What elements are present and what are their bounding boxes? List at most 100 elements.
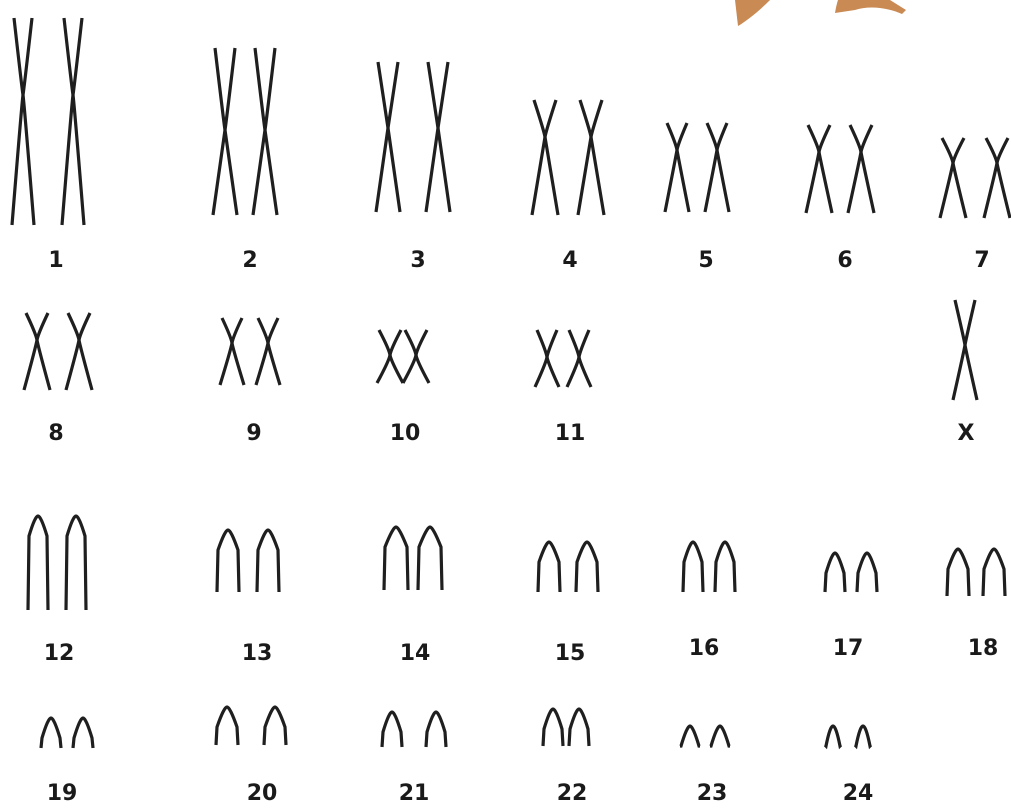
chromosome-23-copy-1-arch [680, 726, 700, 746]
chromosome-7-copy-2-strand-b [984, 138, 1008, 218]
chromosome-19: 19 [41, 718, 93, 806]
chromosome-label-16: 16 [689, 636, 720, 661]
chromosome-label-5: 5 [698, 248, 713, 273]
chromosome-10: 10 [377, 330, 429, 446]
chromosome-3: 3 [376, 62, 450, 273]
chromosome-2: 2 [213, 48, 277, 273]
chromosome-15-copy-1-arch [538, 542, 560, 592]
chromosome-1-copy-1-strand-b [12, 18, 32, 225]
chromosome-15: 15 [538, 542, 598, 666]
chromosome-label-23: 23 [697, 781, 728, 806]
chromosome-3-copy-2-strand-b [426, 62, 448, 212]
chromosome-label-11: 11 [555, 421, 586, 446]
chromosome-24: 24 [825, 726, 873, 806]
chromosome-label-7: 7 [974, 248, 989, 273]
chromosome-9-copy-2-strand-b [256, 318, 278, 385]
chromosome-8-copy-2-strand-b [66, 313, 90, 390]
chromosome-23-copy-2-arch [710, 726, 730, 746]
chromosome-label-14: 14 [400, 641, 431, 666]
chromosome-X: X [953, 300, 977, 446]
chromosome-7: 7 [940, 138, 1010, 273]
chromosome-19-copy-1-arch [41, 718, 61, 748]
chromosome-label-8: 8 [48, 421, 63, 446]
chromosome-8-copy-2-strand-a [68, 313, 92, 390]
chromosome-5-copy-1-strand-a [667, 123, 689, 212]
chromosome-label-9: 9 [246, 421, 261, 446]
chromosome-12-copy-2-arch [66, 516, 86, 610]
chromosome-6-copy-1-strand-a [808, 125, 832, 213]
chromosome-label-3: 3 [410, 248, 425, 273]
chromosome-label-24: 24 [843, 781, 874, 806]
chromosome-11: 11 [535, 330, 591, 446]
chromosome-14-copy-2-arch [418, 527, 442, 590]
chromosome-21-copy-2-arch [426, 712, 446, 747]
chromosome-9-copy-1-strand-b [220, 318, 242, 385]
chromosome-4-copy-2-strand-a [580, 100, 604, 215]
chromosome-4: 4 [532, 100, 604, 273]
chromosome-1: 1 [12, 18, 84, 273]
chromosome-6: 6 [806, 125, 874, 273]
chromosome-12-copy-1-arch [28, 516, 48, 610]
chromosome-17-copy-1-arch [825, 553, 845, 592]
watermark-logo [735, 0, 906, 26]
chromosome-9-copy-2-strand-a [258, 318, 280, 385]
chromosome-4-copy-1-strand-a [534, 100, 558, 215]
chromosome-1-copy-2-strand-b [62, 18, 82, 225]
chromosome-label-19: 19 [47, 781, 78, 806]
chromosome-13-copy-2-arch [257, 530, 279, 592]
chromosome-label-12: 12 [44, 641, 75, 666]
chromosome-8: 8 [24, 313, 92, 446]
chromosome-1-copy-1-strand-a [14, 18, 34, 225]
chromosome-14-copy-1-arch [384, 527, 408, 590]
chromosome-5-copy-1-strand-b [665, 123, 687, 212]
chromosome-12: 12 [28, 516, 86, 666]
chromosome-5-copy-2-strand-b [705, 123, 727, 212]
chromosome-22-copy-2-arch [569, 709, 589, 746]
chromosome-label-21: 21 [399, 781, 430, 806]
chromosome-14: 14 [384, 527, 442, 666]
chromosome-20-copy-2-arch [264, 707, 286, 745]
chromosome-label-6: 6 [837, 248, 852, 273]
chromosome-1-copy-2-strand-a [64, 18, 84, 225]
chromosome-16-copy-1-arch [683, 542, 703, 592]
chromosome-2-copy-2-strand-b [253, 48, 275, 215]
chromosome-17-copy-2-arch [857, 553, 877, 592]
chromosome-23: 23 [680, 726, 730, 806]
chromosome-17: 17 [825, 553, 877, 661]
chromosome-label-20: 20 [247, 781, 278, 806]
chromosome-label-22: 22 [557, 781, 588, 806]
chromosome-3-copy-2-strand-a [428, 62, 450, 212]
chromosome-label-10: 10 [390, 421, 421, 446]
chromosome-16-copy-2-arch [715, 542, 735, 592]
chromosome-18: 18 [947, 549, 1005, 661]
chromosome-13-copy-1-arch [217, 530, 239, 592]
chromosome-19-copy-2-arch [73, 718, 93, 748]
chromosome-15-copy-2-arch [576, 542, 598, 592]
chromosome-4-copy-2-strand-b [578, 100, 602, 215]
chromosome-6-copy-2-strand-b [848, 125, 872, 213]
chromosome-2-copy-1-strand-b [213, 48, 235, 215]
chromosome-21: 21 [382, 712, 446, 806]
chromosome-22-copy-1-arch [543, 709, 563, 746]
chromosome-20: 20 [216, 707, 286, 806]
chromosome-label-15: 15 [555, 641, 586, 666]
chromosome-7-copy-2-strand-a [986, 138, 1010, 218]
chromosome-22: 22 [543, 709, 589, 806]
chromosome-21-copy-1-arch [382, 712, 402, 747]
chromosome-label-1: 1 [48, 248, 63, 273]
chromosome-label-X: X [958, 421, 975, 446]
chromosome-X-copy-1-strand-b [953, 300, 975, 400]
chromosome-3-copy-1-strand-a [378, 62, 400, 212]
chromosome-9: 9 [220, 318, 280, 446]
chromosome-label-4: 4 [562, 248, 577, 273]
chromosome-18-copy-2-arch [983, 549, 1005, 596]
chromosome-18-copy-1-arch [947, 549, 969, 596]
chromosome-16: 16 [683, 542, 735, 661]
chromosome-X-copy-1-strand-a [955, 300, 977, 400]
chromosome-6-copy-2-strand-a [850, 125, 874, 213]
chromosome-label-17: 17 [833, 636, 864, 661]
chromosome-label-13: 13 [242, 641, 273, 666]
chromosome-7-copy-1-strand-b [940, 138, 964, 218]
